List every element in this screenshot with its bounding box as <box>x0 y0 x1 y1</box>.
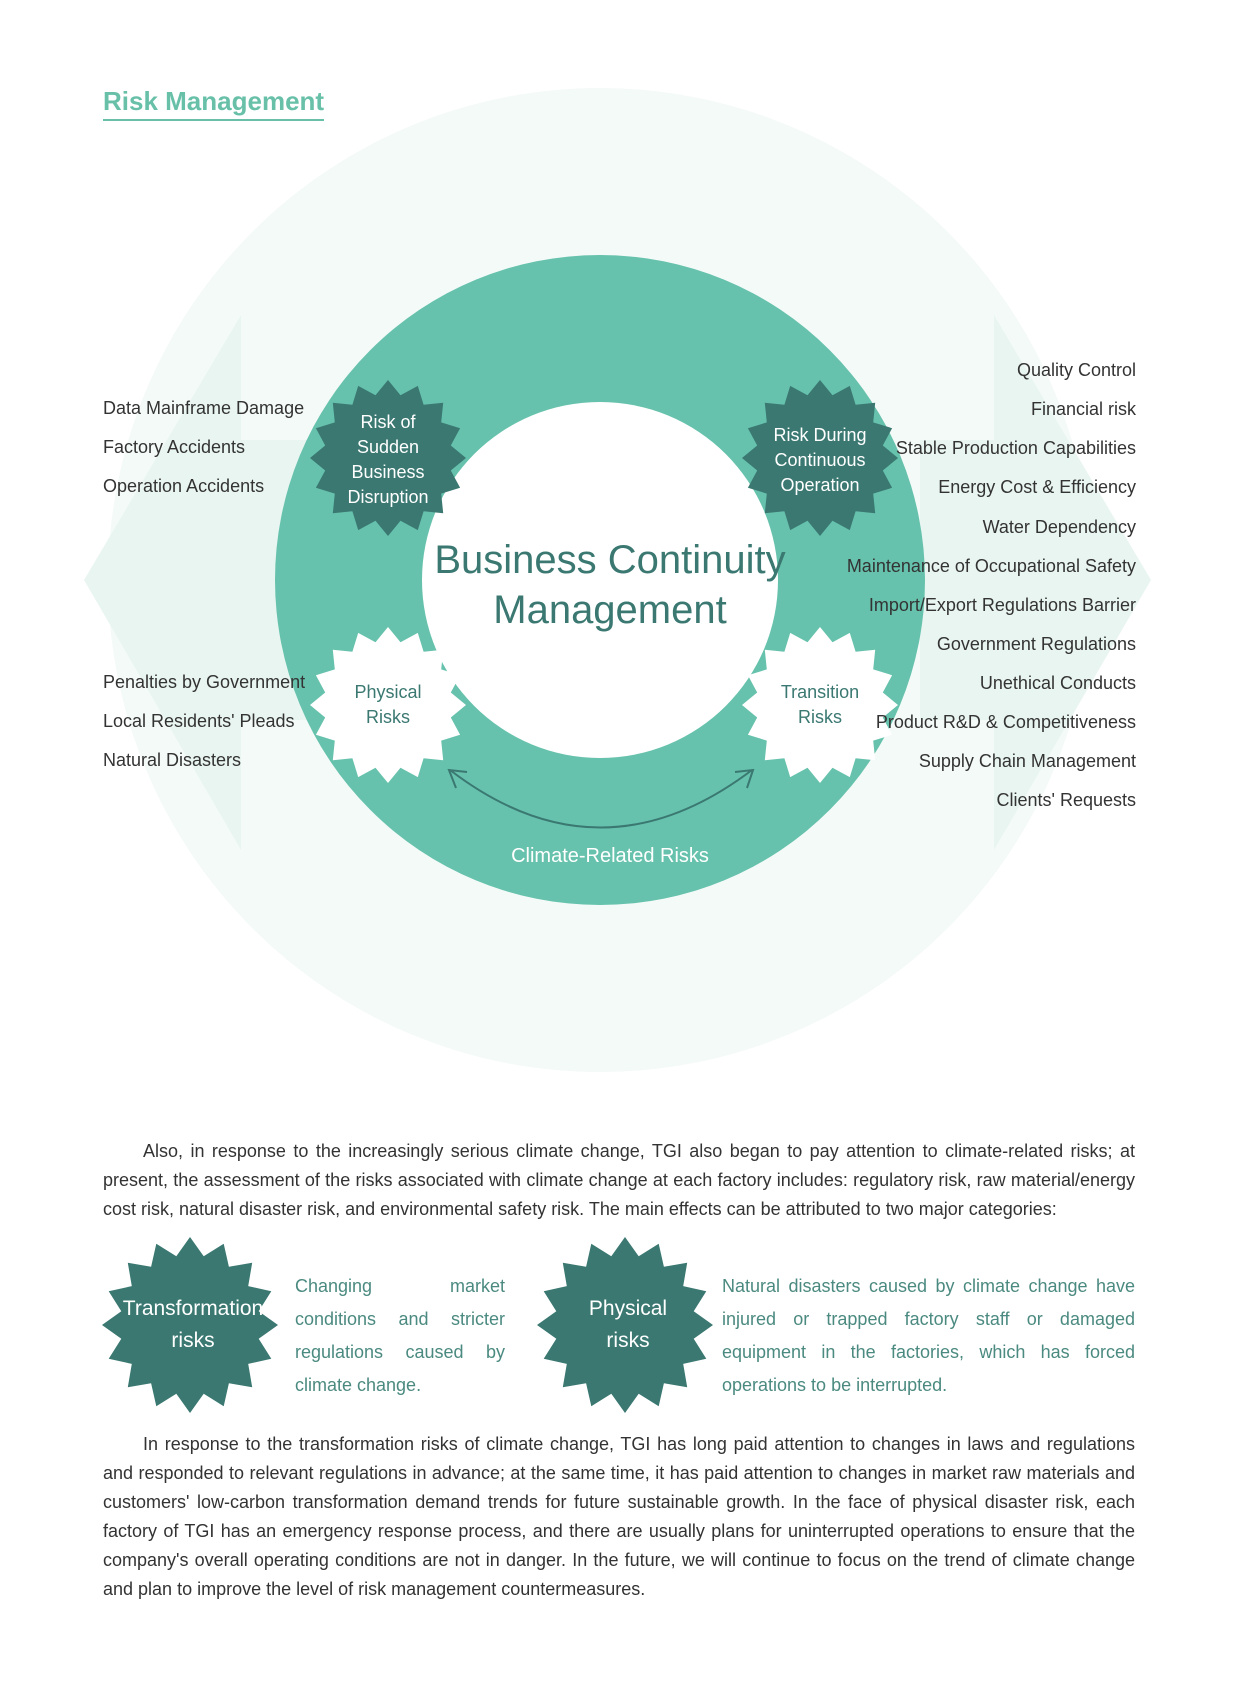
right-item: Stable Production Capabilities <box>895 438 1136 458</box>
right-item: Quality Control <box>1016 360 1136 380</box>
right-item: Clients' Requests <box>996 790 1137 810</box>
left-item-local-residents: Local Residents' Pleads <box>103 711 295 731</box>
right-item: Energy Cost & Efficiency <box>938 477 1136 497</box>
intro-paragraph: Also, in response to the increasingly se… <box>103 1141 1135 1219</box>
inner-circle <box>422 402 778 758</box>
center-title: Business Continuity Management <box>434 538 786 632</box>
physical-risks-label: Physical Risks <box>354 682 422 727</box>
left-item-operation-accidents: Operation Accidents <box>103 476 265 496</box>
right-item: Product R&D & Competitiveness <box>875 712 1136 732</box>
physical-risks-category-burst <box>537 1237 713 1413</box>
climate-related-risks-label: Climate-Related Risks <box>511 845 709 867</box>
sudden-disruption-burst <box>310 380 466 536</box>
physical-risks-burst <box>310 627 466 783</box>
continuous-operation-label: Risk During Continuous Operation <box>773 425 867 495</box>
transition-risks-label: Transition Risks <box>780 682 860 727</box>
bcm-diagram <box>84 88 1151 1072</box>
right-item: Import/Export Regulations Barrier <box>868 595 1136 615</box>
left-item-factory-accidents: Factory Accidents <box>103 437 246 457</box>
right-arrow-shape <box>920 315 1151 850</box>
right-item: Financial risk <box>1030 399 1136 419</box>
transition-risks-burst <box>742 627 898 783</box>
climate-arrow-head-left <box>447 768 468 789</box>
right-item: Water Dependency <box>982 517 1136 537</box>
right-item: Government Regulations <box>936 634 1136 654</box>
page-title: Risk Management <box>103 86 325 121</box>
transformation-risks-description: Changing market conditions and stricter … <box>295 1276 505 1395</box>
left-item-natural-disasters: Natural Disasters <box>103 750 242 770</box>
response-paragraph: In response to the transformation risks … <box>103 1434 1135 1599</box>
transformation-risks-burst <box>102 1237 278 1413</box>
left-item-penalties: Penalties by Government <box>103 672 306 692</box>
left-item-data-mainframe: Data Mainframe Damage <box>103 398 305 418</box>
physical-risks-description: Natural disasters caused by climate chan… <box>722 1276 1135 1395</box>
transformation-risks-label: Transformation risks <box>122 1297 264 1352</box>
sudden-disruption-label: Risk of Sudden Business Disruption <box>347 412 429 507</box>
climate-arrow-curve <box>449 769 753 829</box>
left-arrow-shape <box>84 315 310 850</box>
continuous-operation-burst <box>742 380 898 536</box>
right-item: Unethical Conducts <box>979 673 1136 693</box>
risk-category-bursts <box>102 1237 713 1413</box>
right-item: Supply Chain Management <box>918 751 1136 771</box>
right-item: Maintenance of Occupational Safety <box>846 556 1136 576</box>
climate-arrow-head-right <box>734 768 755 789</box>
physical-risks-category-label: Physical risks <box>588 1297 668 1352</box>
